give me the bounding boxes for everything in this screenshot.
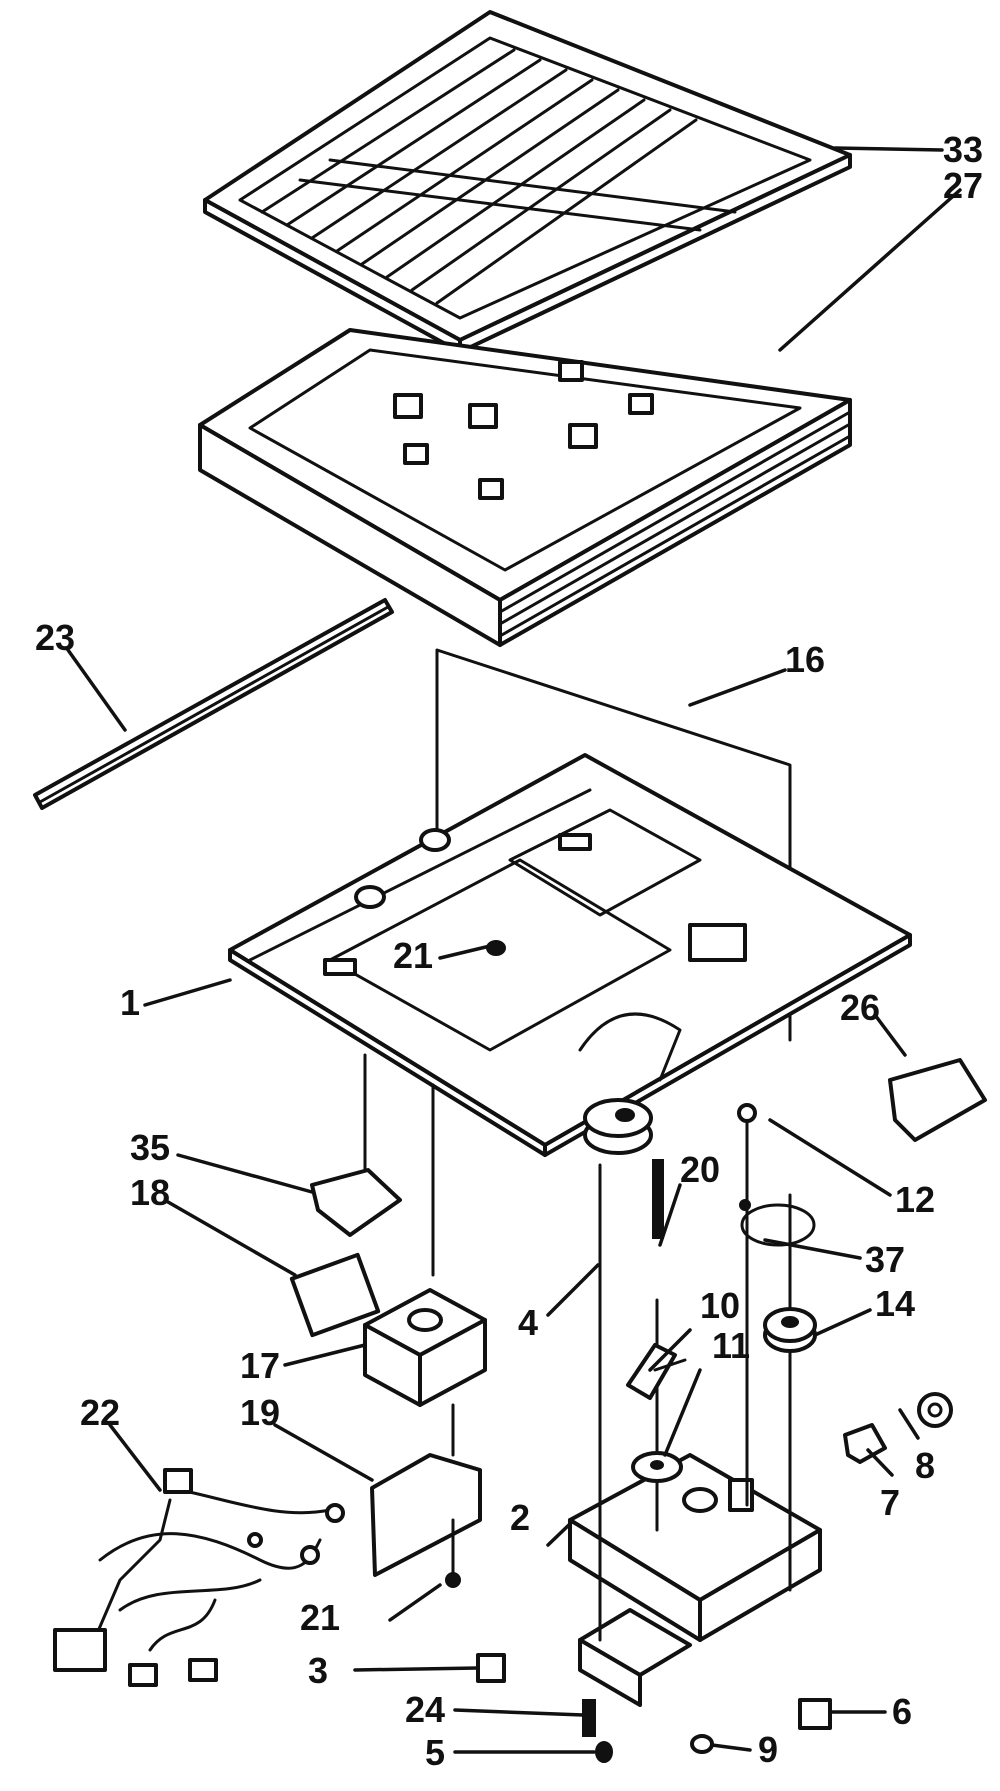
cover-ribs <box>260 48 737 305</box>
callout-12: 12 <box>895 1179 935 1220</box>
callout-33: 33 <box>943 129 983 170</box>
callout-17: 17 <box>240 1345 280 1386</box>
callout-21-upper: 21 <box>393 935 433 976</box>
callout-5: 5 <box>425 1732 445 1773</box>
part-33-top-cover <box>203 10 852 354</box>
callout-20: 20 <box>680 1149 720 1190</box>
part-20-spring <box>652 1159 664 1239</box>
callout-35: 35 <box>130 1127 170 1168</box>
part-21-screw-lower <box>445 1572 461 1588</box>
frame-clip <box>478 478 504 500</box>
callout-14: 14 <box>875 1283 915 1324</box>
callout-26: 26 <box>840 987 880 1028</box>
part-12-screw <box>737 1103 757 1123</box>
callout-18: 18 <box>130 1172 170 1213</box>
callout-2: 2 <box>510 1497 530 1538</box>
pan-grommet <box>419 828 451 852</box>
callout-16: 16 <box>785 639 825 680</box>
callout-21-lower: 21 <box>300 1597 340 1638</box>
callout-23: 23 <box>35 617 75 658</box>
pan-grommet <box>354 885 386 909</box>
callout-6: 6 <box>892 1691 912 1732</box>
frame-clip <box>568 423 598 449</box>
part-27-tray-frame <box>198 328 852 647</box>
callout-19: 19 <box>240 1392 280 1433</box>
part-3-block <box>476 1653 506 1683</box>
frame-clip <box>558 360 584 382</box>
part-21-screw-upper <box>486 940 506 956</box>
pan-slot <box>558 833 592 851</box>
callout-7: 7 <box>880 1482 900 1523</box>
callout-10: 10 <box>700 1285 740 1326</box>
part-7-clip <box>843 1423 887 1464</box>
part-4-cam <box>583 1098 653 1155</box>
pan-boss <box>688 923 747 962</box>
part-2-base-bracket <box>568 1453 822 1707</box>
part-5-screw <box>595 1741 613 1763</box>
frame-clip <box>403 443 429 465</box>
part-19-bracket <box>370 1453 482 1577</box>
callout-9: 9 <box>758 1729 778 1770</box>
part-8-grommet <box>917 1392 953 1428</box>
callout-37: 37 <box>865 1239 905 1280</box>
part-14-gear <box>763 1307 817 1353</box>
part-1-liner-pan <box>228 753 912 1157</box>
callout-24: 24 <box>405 1689 445 1730</box>
part-37-clip <box>739 1199 816 1247</box>
callout-3: 3 <box>308 1650 328 1691</box>
part-11-washer <box>631 1451 683 1483</box>
part-35-clip <box>310 1168 402 1237</box>
frame-clip <box>393 393 423 419</box>
part-9-washer <box>690 1734 714 1754</box>
callout-labels: 33 27 23 16 1 21 26 35 18 20 12 37 4 10 … <box>35 129 983 1773</box>
callout-22: 22 <box>80 1392 120 1433</box>
frame-clip <box>628 393 654 415</box>
part-17-housing <box>363 1288 487 1407</box>
pan-slot <box>323 958 357 976</box>
part-18-plate <box>289 1252 381 1338</box>
part-24-pin <box>582 1699 596 1737</box>
part-26-bracket <box>888 1058 987 1142</box>
part-23-trim-strip <box>33 598 394 810</box>
callout-27: 27 <box>943 165 983 206</box>
part-10-switch <box>626 1343 687 1400</box>
leader-lines <box>66 146 962 1754</box>
part-22-wiring-harness <box>53 1468 345 1687</box>
callout-8: 8 <box>915 1445 935 1486</box>
frame-clip <box>468 403 498 429</box>
callout-4: 4 <box>518 1302 538 1343</box>
callout-11: 11 <box>712 1325 750 1366</box>
callout-1: 1 <box>120 982 140 1023</box>
part-6-block <box>798 1698 832 1730</box>
